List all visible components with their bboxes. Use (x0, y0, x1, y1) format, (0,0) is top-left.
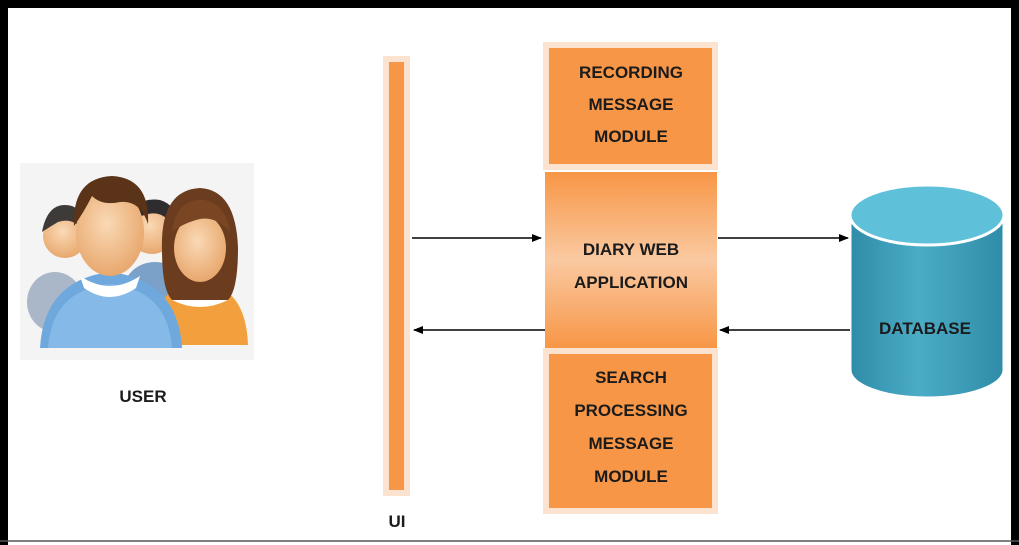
ui-bar (383, 56, 410, 496)
recording-line-2: MESSAGE (588, 95, 673, 114)
flow-arrows (412, 234, 850, 334)
recording-line-3: MODULE (594, 127, 668, 146)
app-line-2: APPLICATION (574, 273, 688, 292)
user-label: USER (119, 387, 166, 406)
search-processing-message-module: SEARCH PROCESSING MESSAGE MODULE (543, 348, 718, 514)
user-group-icon (20, 163, 254, 360)
ui-label: UI (389, 512, 406, 531)
database-cylinder-icon (848, 183, 1006, 400)
search-line-3: MESSAGE (588, 434, 673, 453)
recording-line-1: RECORDING (579, 63, 683, 82)
search-line-1: SEARCH (595, 368, 667, 387)
recording-message-module: RECORDING MESSAGE MODULE (543, 42, 718, 170)
search-line-4: MODULE (594, 467, 668, 486)
app-line-1: DIARY WEB (583, 240, 679, 259)
database-label: DATABASE (879, 319, 971, 338)
diary-web-application: DIARY WEB APPLICATION (545, 172, 717, 348)
search-line-2: PROCESSING (574, 401, 687, 420)
